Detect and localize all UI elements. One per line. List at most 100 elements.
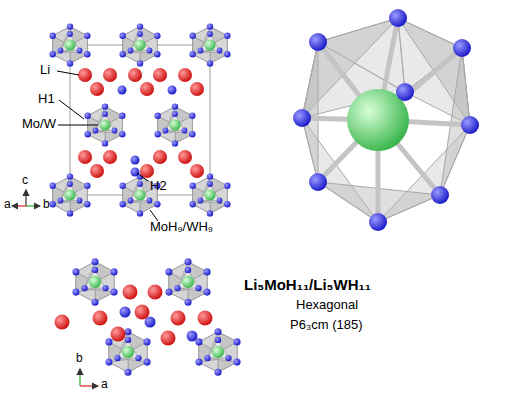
red-atom — [55, 315, 70, 330]
blue-atom — [105, 338, 112, 345]
red-atom — [178, 150, 192, 164]
blue-atom — [93, 128, 99, 134]
blue-atom — [49, 51, 55, 57]
polyhedron — [199, 332, 237, 372]
blue-atom — [154, 131, 160, 137]
blue-atom — [163, 128, 169, 134]
blue-atom — [67, 181, 73, 187]
atom-label: H2 — [150, 179, 167, 194]
blue-atom — [135, 355, 141, 361]
blue-atom — [81, 285, 87, 291]
axes — [12, 190, 98, 386]
blue-atom — [72, 268, 79, 275]
green-atom — [89, 276, 101, 288]
polyhedron — [76, 262, 114, 302]
blue-atom — [112, 128, 118, 134]
blue-atom — [67, 173, 73, 179]
blue-atom — [102, 111, 108, 117]
blue-atom — [396, 83, 414, 101]
blue-atom — [147, 198, 153, 204]
polyhedron — [53, 177, 88, 214]
blue-atom — [204, 289, 211, 296]
axis-label: a — [4, 198, 11, 212]
blue-atom — [224, 201, 230, 207]
blue-atom — [131, 168, 140, 177]
blue-atom — [215, 337, 221, 343]
polyhedron — [158, 107, 193, 144]
red-atom — [140, 164, 154, 178]
leader-lines — [57, 71, 158, 221]
blue-atom — [309, 33, 327, 51]
blue-atom — [204, 355, 210, 361]
axis-label: b — [43, 198, 50, 212]
polyhedron-face — [118, 342, 148, 362]
blue-atom — [128, 198, 134, 204]
red-atom — [103, 150, 117, 164]
blue-atom — [49, 33, 55, 39]
red-atom — [148, 285, 163, 300]
blue-atom — [293, 109, 311, 127]
blue-atom — [84, 33, 90, 39]
blue-atom — [84, 113, 90, 119]
blue-atom — [198, 198, 204, 204]
red-atom — [128, 68, 142, 82]
green-atom — [134, 189, 145, 200]
blue-atom — [225, 355, 231, 361]
blue-atom — [207, 23, 213, 29]
red-atom — [103, 68, 117, 82]
blue-atom — [207, 31, 213, 37]
green-atom — [204, 39, 215, 50]
blue-atom — [182, 128, 188, 134]
polyhedron-face — [201, 36, 228, 54]
blue-atom — [67, 31, 73, 37]
red-atom — [140, 82, 154, 96]
blue-atom — [77, 48, 83, 54]
red-atom — [123, 285, 138, 300]
blue-atom — [72, 289, 79, 296]
green-atom — [99, 119, 110, 130]
blue-atom — [91, 299, 98, 306]
blue-atom — [453, 39, 471, 57]
blue-atom — [172, 111, 178, 117]
green-atom — [204, 189, 215, 200]
blue-atom — [189, 51, 195, 57]
red-atom — [78, 68, 92, 82]
blue-atom — [172, 103, 178, 109]
blue-atom — [224, 51, 230, 57]
blue-atom — [111, 268, 118, 275]
space-group: P6₃cm (185) — [290, 318, 362, 333]
red-atom — [161, 331, 176, 346]
blue-atom — [195, 359, 202, 366]
blue-atom — [461, 116, 479, 134]
blue-atom — [154, 33, 160, 39]
basal-projection — [55, 258, 241, 376]
polyhedron-face — [96, 116, 123, 134]
blue-atom — [195, 338, 202, 345]
blue-atom — [214, 369, 221, 376]
red-atom — [153, 150, 167, 164]
blue-atom — [102, 285, 108, 291]
polyhedron-face — [85, 272, 115, 292]
polyhedron-face — [61, 186, 88, 204]
blue-atom — [102, 140, 108, 146]
blue-atom — [49, 201, 55, 207]
blue-atom — [189, 183, 195, 189]
blue-atom — [189, 131, 195, 137]
unit-cell-atoms — [49, 23, 230, 216]
blue-atom — [189, 113, 195, 119]
polyhedron-face — [166, 116, 193, 134]
blue-atom — [119, 51, 125, 57]
blue-atom — [137, 60, 143, 66]
blue-atom — [118, 86, 127, 95]
blue-atom — [198, 48, 204, 54]
blue-atom — [217, 48, 223, 54]
blue-atom — [84, 131, 90, 137]
blue-atom — [187, 331, 198, 342]
blue-atom — [184, 299, 191, 306]
blue-atom — [224, 33, 230, 39]
green-atom — [122, 346, 134, 358]
blue-atom — [137, 181, 143, 187]
blue-atom — [119, 33, 125, 39]
blue-atom — [77, 198, 83, 204]
